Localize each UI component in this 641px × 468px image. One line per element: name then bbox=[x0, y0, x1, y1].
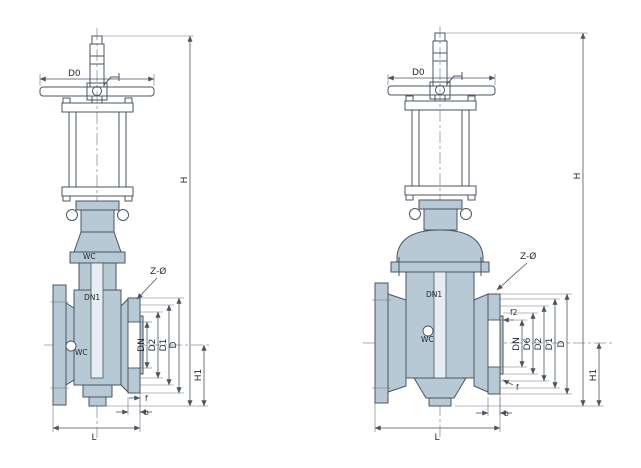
right-valve: D0 bbox=[363, 26, 612, 443]
inlet-hub bbox=[387, 293, 407, 393]
dim-label-d6: D6 bbox=[523, 337, 533, 350]
dim-label-dn: DN bbox=[512, 337, 522, 351]
dim-label-d2: D2 bbox=[534, 338, 544, 351]
handwheel bbox=[387, 72, 496, 100]
bonnet bbox=[69, 231, 126, 264]
dim-label-d0: D0 bbox=[412, 68, 425, 78]
dim-d6: D6 bbox=[503, 312, 538, 375]
outlet-hub bbox=[473, 293, 489, 393]
dim-label-h1: H1 bbox=[589, 369, 599, 382]
yoke bbox=[61, 97, 134, 202]
dim-d0: D0 bbox=[39, 69, 155, 86]
dim-d1: D1 bbox=[140, 304, 174, 386]
left-flange bbox=[52, 284, 67, 406]
flange-hole bbox=[65, 340, 77, 352]
dim-d: D bbox=[500, 293, 572, 395]
gland bbox=[409, 199, 472, 231]
gate-slot bbox=[433, 271, 447, 379]
z-holes-callout: Z-Ø bbox=[496, 251, 536, 291]
dim-h1: H1 bbox=[589, 342, 602, 407]
dim-f2: f2 bbox=[502, 308, 518, 323]
dim-label-dn: DN bbox=[137, 338, 147, 352]
dim-d: D bbox=[140, 297, 184, 394]
dim-b: b bbox=[476, 397, 512, 418]
dim-f: f bbox=[502, 379, 519, 392]
yoke-bolts bbox=[405, 95, 476, 201]
dim-label-h: H bbox=[573, 173, 583, 180]
dim-label-d1: D1 bbox=[159, 339, 169, 352]
gland bbox=[66, 200, 129, 233]
outlet-hub bbox=[120, 297, 129, 394]
valve-body bbox=[372, 271, 604, 407]
dim-label-l: L bbox=[91, 433, 96, 443]
material-mark-body: WC bbox=[75, 348, 88, 357]
dim-dn: DN bbox=[137, 321, 152, 369]
yoke-bolts bbox=[62, 97, 133, 202]
dim-h: H bbox=[97, 35, 194, 407]
gate-slot bbox=[90, 262, 104, 379]
bore-size-label: DN1 bbox=[426, 290, 442, 299]
z-holes-label: Z-Ø bbox=[520, 251, 536, 262]
bore-size-label: DN1 bbox=[84, 293, 100, 302]
dim-label-d0: D0 bbox=[68, 69, 81, 79]
dim-label-h: H bbox=[180, 177, 190, 184]
dim-label-d: D bbox=[169, 341, 179, 348]
dim-label-b: b bbox=[144, 408, 149, 417]
dim-label-b: b bbox=[504, 409, 509, 418]
dim-b: b bbox=[116, 397, 152, 417]
bore bbox=[487, 319, 501, 368]
dim-label-f2: f2 bbox=[510, 308, 518, 317]
yoke bbox=[404, 95, 477, 201]
valve-body bbox=[50, 262, 208, 407]
foot bbox=[428, 397, 452, 407]
z-holes-label: Z-Ø bbox=[150, 266, 166, 277]
dim-h: H bbox=[445, 32, 588, 407]
dim-h1: H1 bbox=[194, 344, 207, 407]
left-flange bbox=[374, 282, 389, 404]
dim-label-h1: H1 bbox=[194, 369, 204, 382]
raised-face bbox=[499, 315, 504, 375]
left-valve: D0 bbox=[39, 28, 212, 443]
dim-label-f: f bbox=[145, 394, 148, 403]
dim-label-d: D bbox=[557, 340, 567, 347]
bonnet-dome bbox=[390, 229, 490, 276]
dim-dn: DN bbox=[500, 319, 527, 368]
dim-f: f bbox=[129, 394, 148, 403]
dim-d1: D1 bbox=[500, 298, 560, 389]
material-mark-top: WC bbox=[83, 252, 96, 261]
dim-d0: D0 bbox=[387, 68, 496, 85]
dim-d2: D2 bbox=[140, 311, 163, 379]
bore bbox=[127, 321, 141, 369]
dim-label-f: f bbox=[516, 383, 519, 392]
dim-label-l: L bbox=[434, 433, 439, 443]
dim-label-d1: D1 bbox=[545, 338, 555, 351]
seat-hole bbox=[422, 325, 434, 337]
foot bbox=[88, 396, 107, 407]
dim-label-d2: D2 bbox=[148, 339, 158, 352]
material-mark: WC bbox=[421, 335, 434, 344]
z-holes-callout: Z-Ø bbox=[136, 266, 166, 300]
